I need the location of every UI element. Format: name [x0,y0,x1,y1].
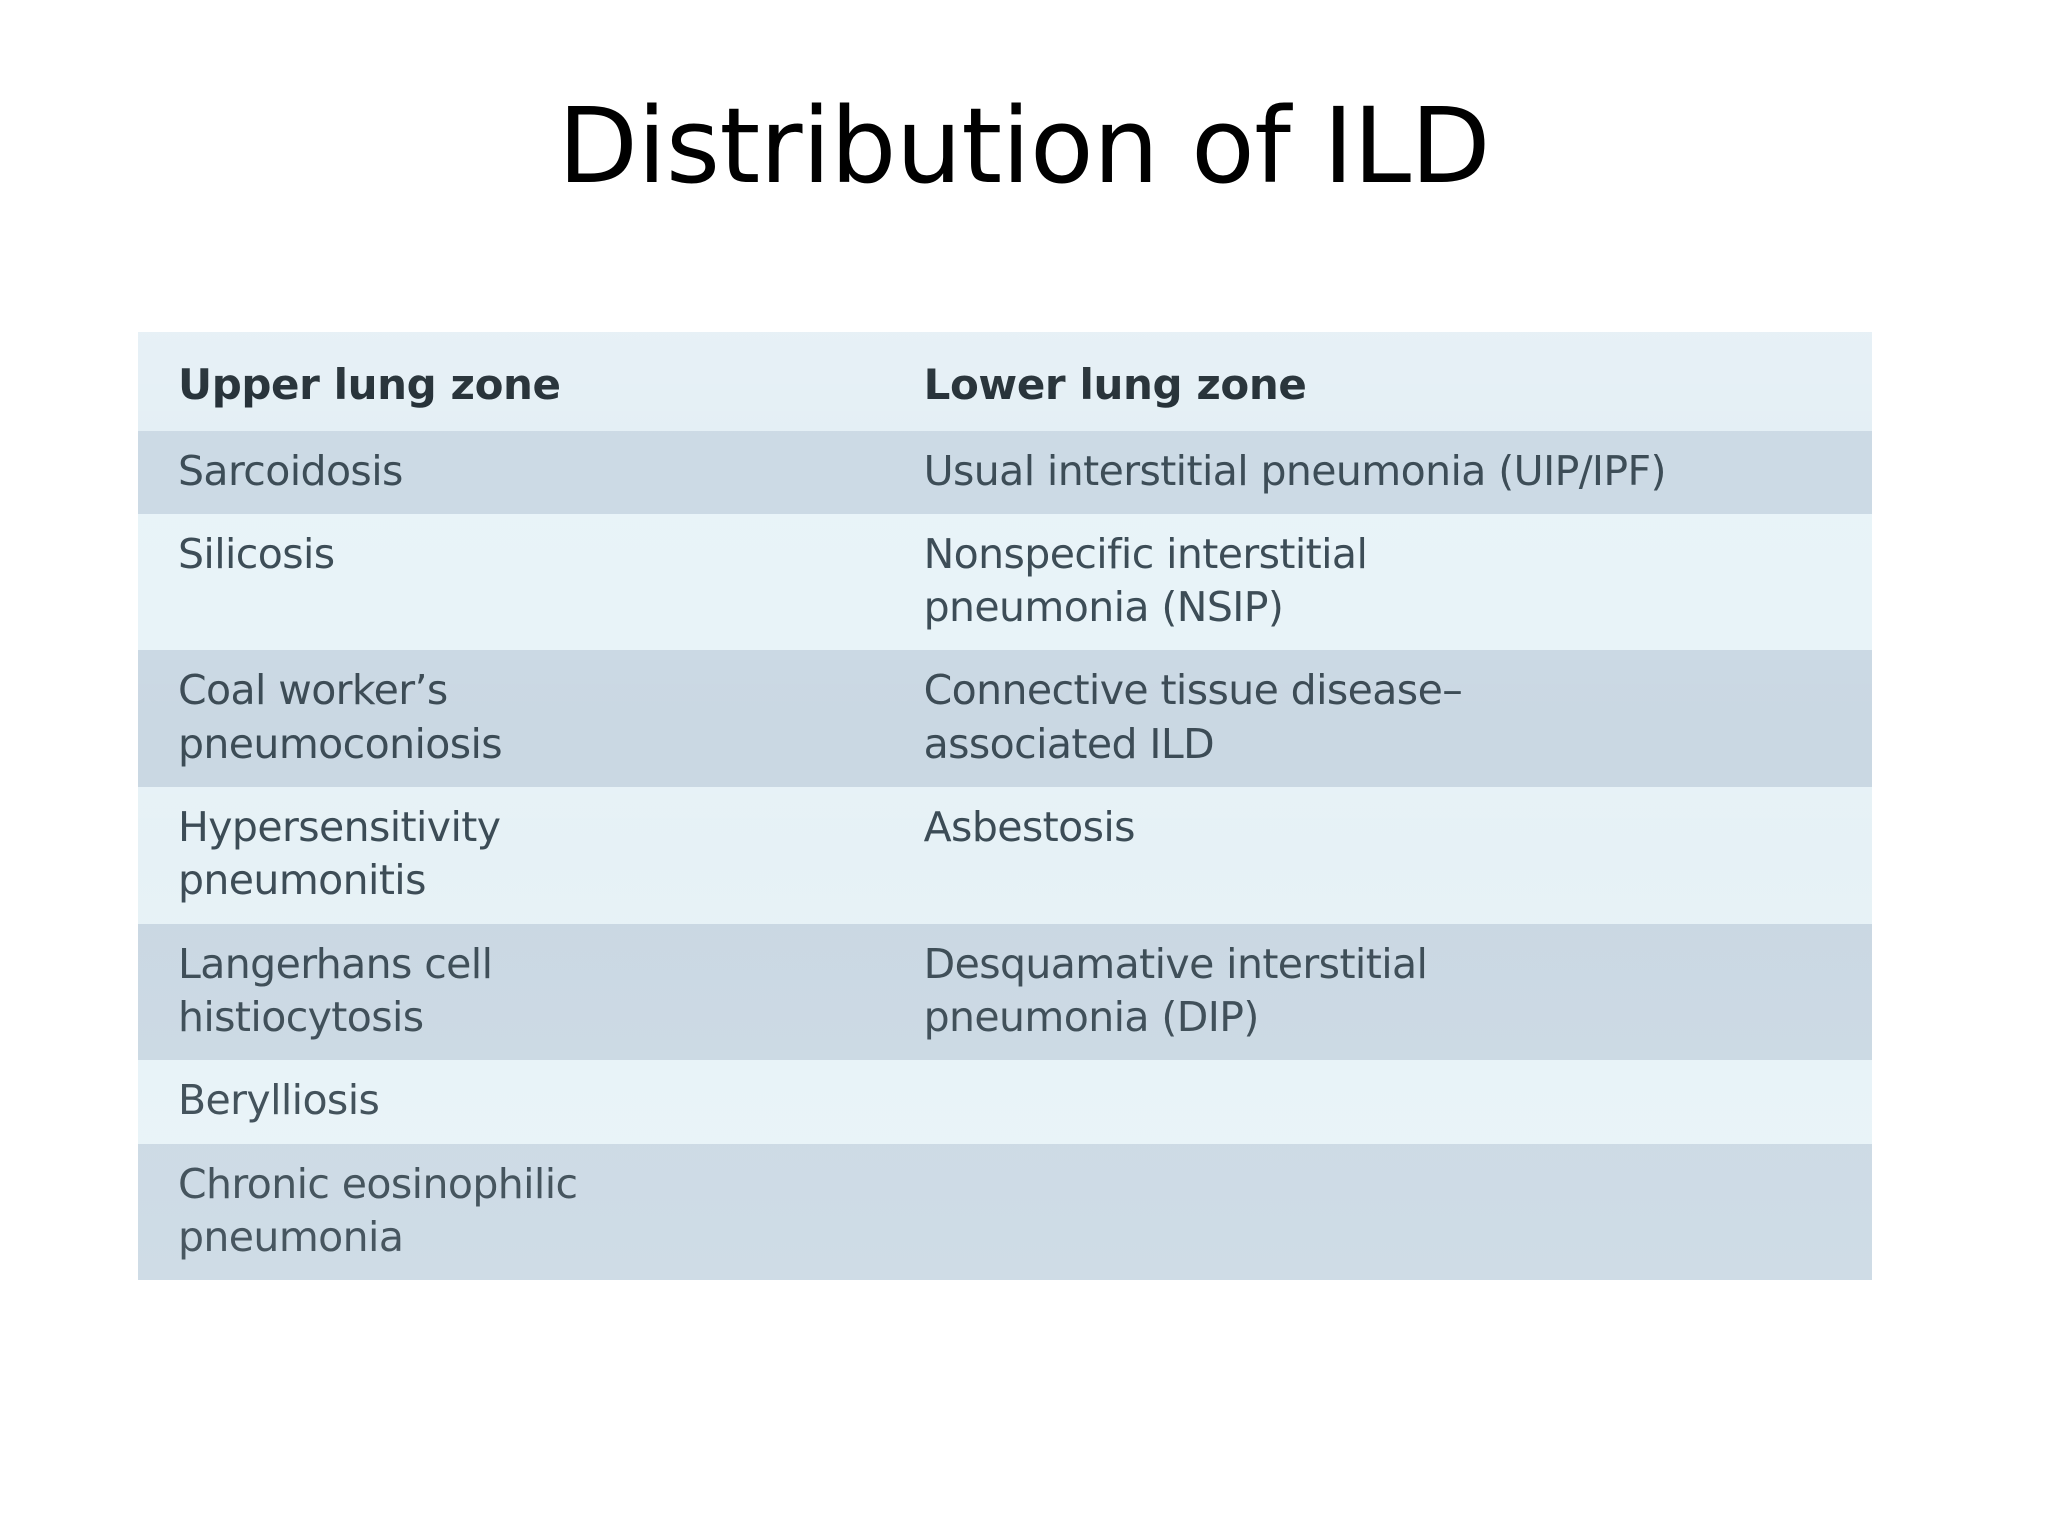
cell-text-line: Hypersensitivity [178,803,501,852]
cell-text-line: Connective tissue disease– [923,666,1463,715]
table-row: Berylliosis [138,1060,1872,1144]
cell-text-line: pneumonia (DIP) [923,992,1260,1041]
table-body: Sarcoidosis Usual interstitial pneumonia … [138,430,1872,1281]
cell-text-line: pneumoconiosis [178,719,503,768]
cell-text-line: Nonspecific interstitial [923,529,1368,578]
cell-text-line: Chronic eosinophilic [178,1159,578,1208]
table-cell-upper-lung-zone: Berylliosis [138,1060,884,1144]
cell-text-line: pneumonia (NSIP) [923,583,1284,632]
table-cell-lower-lung-zone: Nonspecific interstitial pneumonia (NSIP) [883,513,1872,651]
column-header-upper-lung-zone: Upper lung zone [138,332,884,431]
table-cell-lower-lung-zone: Asbestosis [883,787,1872,924]
table-header-row: Upper lung zone Lower lung zone [138,332,1872,431]
cell-text-line: pneumonia [178,1212,404,1261]
cell-text-line: Coal worker’s [178,666,448,715]
cell-text-line: Desquamative interstitial [923,939,1428,988]
table-cell-upper-lung-zone: Silicosis [138,513,884,651]
page-title: Distribution of ILD [557,85,1491,207]
cell-text-line: Langerhans cell [178,939,493,988]
table-row: Sarcoidosis Usual interstitial pneumonia … [138,430,1872,514]
cell-text-line: histiocytosis [178,992,424,1041]
cell-text-line: Asbestosis [923,803,1136,852]
column-header-lower-lung-zone: Lower lung zone [883,332,1872,431]
table-cell-upper-lung-zone: Sarcoidosis [138,430,884,514]
cell-text-line: Usual interstitial pneumonia (UIP/IPF) [923,446,1667,495]
table-cell-lower-lung-zone [883,1143,1872,1281]
cell-text-line: Sarcoidosis [178,446,403,495]
cell-text-line: associated ILD [923,719,1215,768]
table-header: Upper lung zone Lower lung zone [138,332,1872,431]
table-cell-lower-lung-zone: Connective tissue disease–associated ILD [883,650,1872,788]
cell-text-line: pneumonitis [178,856,426,905]
table-cell-lower-lung-zone [883,1060,1872,1144]
empty-cell [924,1158,1862,1211]
table-row: Silicosis Nonspecific interstitial pneumon… [138,513,1872,651]
ild-distribution-table: Upper lung zone Lower lung zone Sarcoido… [138,332,1872,1281]
cell-text-line: Berylliosis [178,1076,380,1125]
ild-distribution-table-figure: Upper lung zone Lower lung zone Sarcoido… [138,332,1872,1281]
cell-text-line: Silicosis [178,529,335,578]
table-cell-lower-lung-zone: Usual interstitial pneumonia (UIP/IPF) [883,430,1872,514]
empty-cell [924,1074,1862,1127]
